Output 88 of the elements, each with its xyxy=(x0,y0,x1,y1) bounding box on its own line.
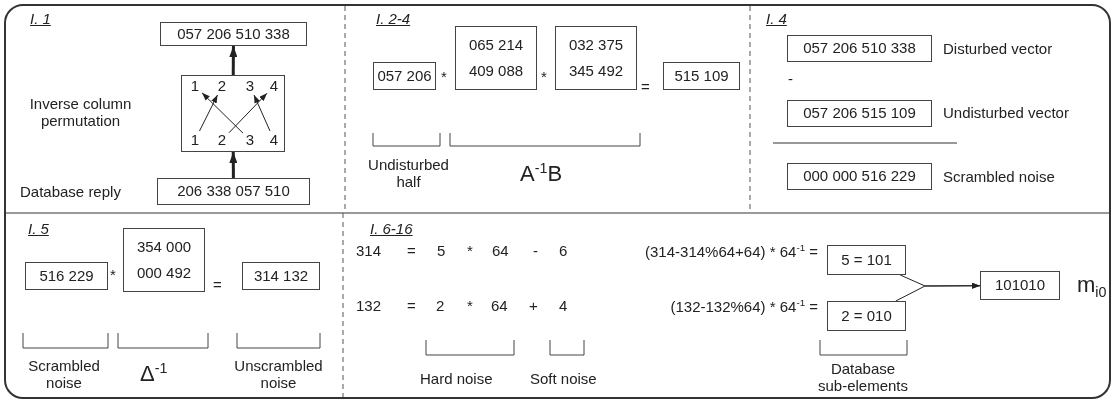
formula-text: 2 xyxy=(436,297,445,315)
column-index: 2 xyxy=(215,77,229,95)
matrix-row: 000 492 xyxy=(136,265,192,282)
formula-text: Undisturbed half xyxy=(367,156,450,191)
matrix-row: 345 492 xyxy=(568,63,624,80)
formula-text: = xyxy=(407,242,416,260)
formula-text: Unscrambled noise xyxy=(233,357,324,392)
value-text: 515 109 xyxy=(674,67,729,85)
matrix-box xyxy=(555,26,637,90)
formula-text: (132-132%64) * 64$^{-1}$ = xyxy=(670,297,818,316)
formula-text: 6 xyxy=(559,242,568,260)
node-caption: Database reply xyxy=(20,183,121,201)
formula-text: = xyxy=(213,276,222,294)
formula-text: Database sub-elements xyxy=(816,360,909,395)
matrix-row: 065 214 xyxy=(468,36,524,53)
value-text: 516 229 xyxy=(39,267,94,285)
value-box xyxy=(373,62,436,90)
value-text: 314 132 xyxy=(253,267,309,285)
value-box xyxy=(160,22,307,46)
value-text: 057 206 xyxy=(377,67,432,85)
column-index: 4 xyxy=(267,131,281,149)
matrix-row: 409 088 xyxy=(468,63,524,80)
node-caption: Scrambled noise xyxy=(943,168,1055,186)
value-text: 057 206 510 338 xyxy=(803,40,916,57)
formula-text: Hard noise xyxy=(420,370,493,388)
arrow xyxy=(201,92,244,134)
formula-text: = xyxy=(641,78,650,96)
formula-text: - xyxy=(788,70,793,88)
formula-text: Soft noise xyxy=(530,370,597,388)
permutation-box xyxy=(181,75,285,152)
value-box xyxy=(827,301,906,331)
column-index: 1 xyxy=(188,131,202,149)
formula-text: - xyxy=(533,242,538,260)
formula-text: * xyxy=(441,68,447,86)
step-heading: I. 2-4 xyxy=(376,10,411,28)
value-text: 057 206 515 109 xyxy=(803,105,916,122)
column-index: 1 xyxy=(188,77,202,95)
step-heading: I. 6-16 xyxy=(370,220,413,238)
value-box xyxy=(242,262,320,290)
value-box xyxy=(25,262,108,290)
value-text: 2 = 010 xyxy=(841,307,892,325)
formula-text: 132 xyxy=(356,297,382,315)
value-box xyxy=(787,100,932,127)
value-text: 000 000 516 229 xyxy=(803,168,916,185)
column-index: 3 xyxy=(243,77,257,95)
formula-text: Scrambled noise xyxy=(27,357,101,392)
arrow xyxy=(229,46,238,75)
formula-text: 5 xyxy=(437,242,446,260)
value-text: 5 = 101 xyxy=(841,251,892,269)
node-caption: m$_{i0}$ xyxy=(1077,272,1107,301)
step-heading: I. 1 xyxy=(30,10,51,28)
formula-text: 64 xyxy=(491,297,508,315)
formula-text: = xyxy=(407,297,416,315)
arrow xyxy=(895,282,981,302)
formula-text: Δ$^{-1}$ xyxy=(140,360,168,387)
formula-text: 314 xyxy=(356,242,382,260)
arrow xyxy=(229,152,238,178)
node-caption: Inverse column permutation xyxy=(28,95,133,130)
step-heading: I. 4 xyxy=(766,10,787,28)
formula-text: * xyxy=(467,242,473,260)
matrix-row: 032 375 xyxy=(568,36,624,53)
column-index: 3 xyxy=(243,131,257,149)
formula-text: * xyxy=(541,68,547,86)
value-text: 101010 xyxy=(994,277,1046,294)
value-box xyxy=(787,35,932,62)
value-box xyxy=(980,271,1060,300)
value-box xyxy=(827,245,906,275)
formula-text: * xyxy=(467,297,473,315)
formula-text: 4 xyxy=(559,297,568,315)
formula-text: * xyxy=(110,266,116,284)
node-caption: Undisturbed vector xyxy=(943,104,1069,122)
formula-text: (314-314%64+64) * 64$^{-1}$ = xyxy=(645,242,818,261)
formula-text: 64 xyxy=(492,242,509,260)
arrow xyxy=(228,92,268,134)
matrix-box xyxy=(123,228,205,292)
matrix-box xyxy=(455,26,537,90)
step-heading: I. 5 xyxy=(28,220,49,238)
formula-text: + xyxy=(529,297,538,315)
formula-text: A$^{-1}$B xyxy=(520,160,563,187)
column-index: 4 xyxy=(267,77,281,95)
value-box xyxy=(157,178,310,205)
value-text: 206 338 057 510 xyxy=(177,183,290,200)
node-caption: Disturbed vector xyxy=(943,40,1053,58)
value-box xyxy=(663,62,740,90)
value-text: 057 206 510 338 xyxy=(177,25,290,43)
value-box xyxy=(787,163,932,190)
matrix-row: 354 000 xyxy=(136,238,192,255)
column-index: 2 xyxy=(215,131,229,149)
